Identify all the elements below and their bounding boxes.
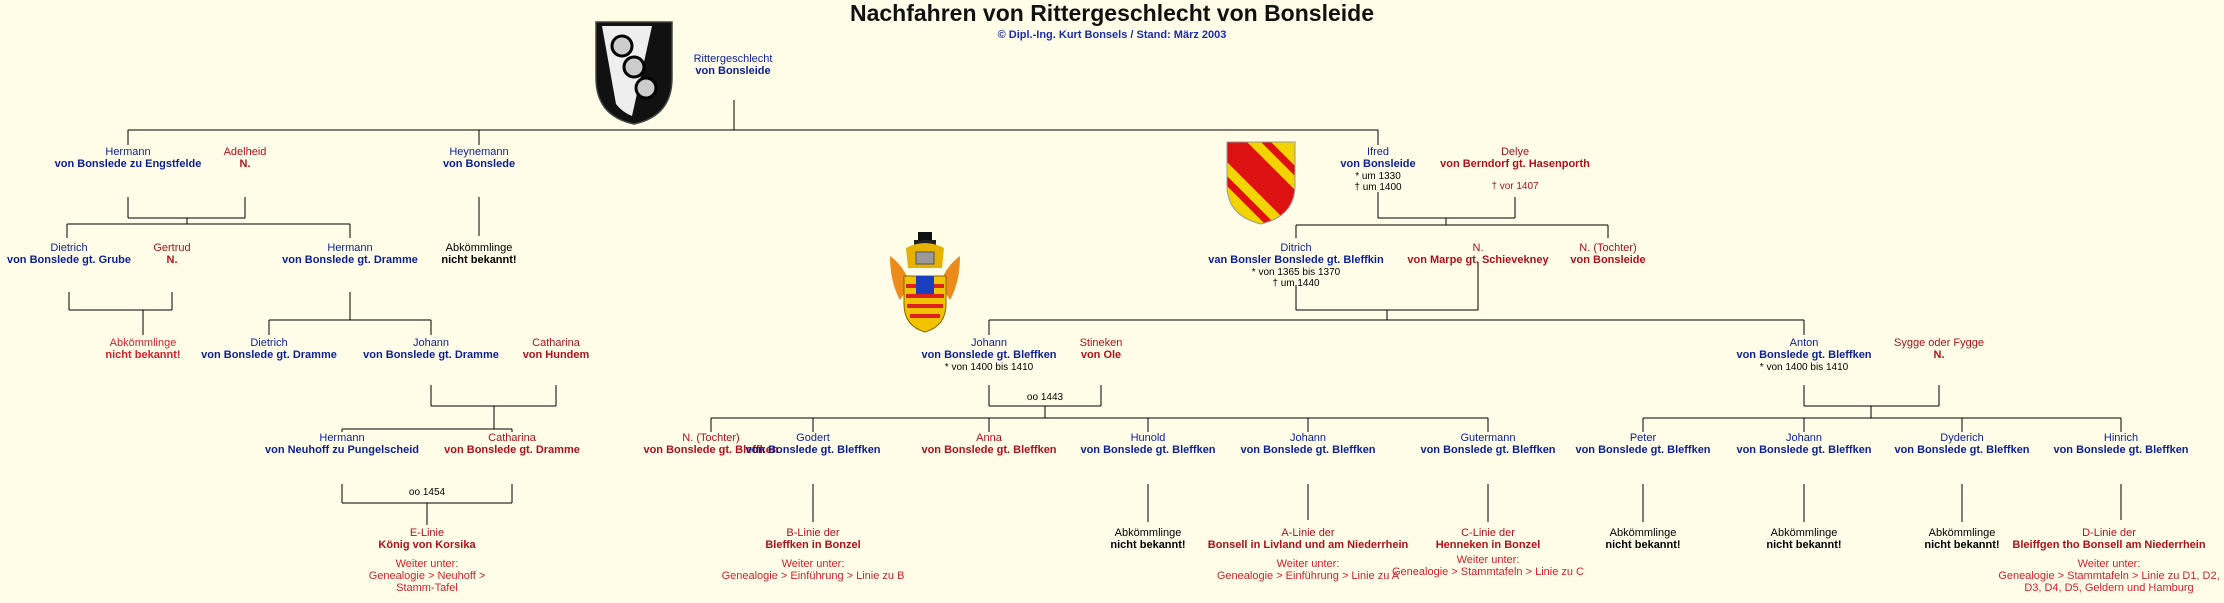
marriage-1454: oo 1454	[408, 487, 446, 498]
shield-three-rings-icon	[595, 21, 673, 125]
page-title: Nachfahren von Rittergeschlecht von Bons…	[849, 0, 1374, 26]
person-n-tochter-bleffken: N. (Tochter)von Bonslede gt. Bleffken	[643, 432, 779, 457]
person-n-marpe: N.von Marpe gt. Schievekney	[1407, 242, 1549, 267]
shield-red-bend-icon	[1226, 141, 1296, 225]
marriage-1443: oo 1443	[1026, 392, 1064, 403]
copyright: © Dipl.-Ing. Kurt Bonsels / Stand: März …	[997, 29, 1227, 41]
crested-helm-arms-icon	[890, 232, 960, 333]
person-n-tochter-bonsleide: N. (Tochter)von Bonsleide	[1570, 242, 1646, 267]
